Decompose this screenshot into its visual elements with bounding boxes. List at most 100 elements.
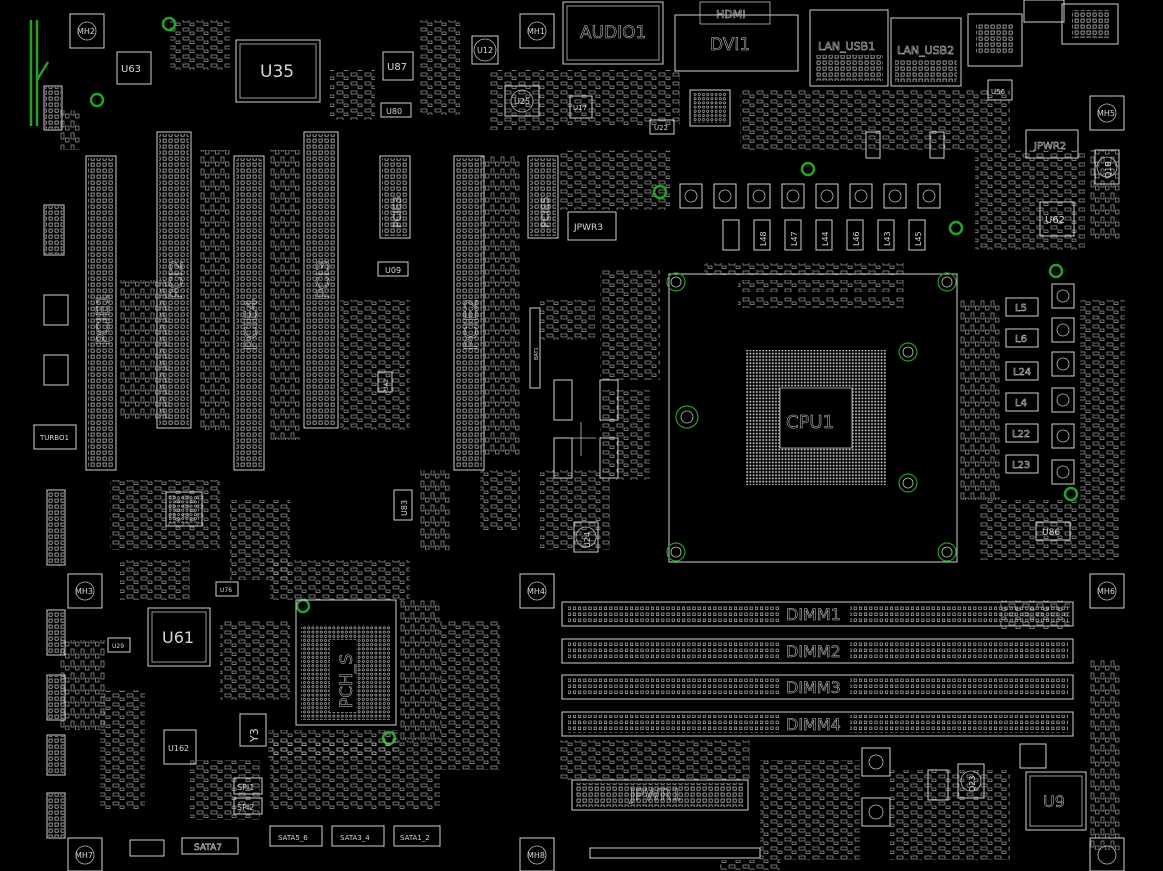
svg-text:L6: L6	[1015, 334, 1027, 345]
dimm1: DIMM1	[561, 601, 1074, 627]
mh6: MH6	[1089, 573, 1125, 609]
svg-text:Q18: Q18	[1104, 162, 1113, 178]
chip-u42: U42	[377, 371, 393, 393]
svg-text:U35: U35	[260, 62, 294, 82]
svg-text:JPWR2: JPWR2	[1033, 141, 1066, 152]
svg-text:MH8: MH8	[527, 851, 545, 860]
svg-text:DIMM1: DIMM1	[786, 605, 841, 624]
mh3: MH3	[67, 573, 103, 609]
svg-text:AUDIO1: AUDIO1	[580, 23, 646, 43]
slot-pcie3: PCIE3	[379, 155, 411, 239]
mh-footprints: MH2 MH1 MH5 MH3 MH4 MH6 MH7 MH8	[67, 13, 1125, 871]
svg-text:SPI1: SPI1	[237, 783, 254, 792]
svg-text:SATA1_2: SATA1_2	[400, 834, 430, 842]
svg-text:U25: U25	[514, 97, 530, 106]
svg-text:DIMM3: DIMM3	[786, 678, 841, 697]
chip-u86: U86	[1035, 521, 1071, 541]
connector-jpwr3: JPWR3	[567, 211, 617, 241]
connector-sata5-6: SATA5_6	[269, 825, 323, 847]
connector-audio: AUDIO1	[562, 1, 664, 65]
slot-pcie1-label: PCIE1	[93, 293, 114, 345]
svg-text:SATA5_6: SATA5_6	[278, 834, 308, 842]
svg-text:U22: U22	[654, 124, 668, 132]
chip-u83: U83	[393, 489, 413, 521]
misc-headers-bottom	[129, 743, 1047, 857]
connector-jpwr2: JPWR2	[1025, 129, 1079, 159]
chip-u61: U61	[147, 607, 211, 667]
slot-pcie5: PCIE5	[527, 155, 559, 239]
svg-text:U83: U83	[400, 500, 409, 516]
transistor-u24: U24	[573, 521, 599, 553]
slot-pci2-label: PCI2	[166, 260, 187, 300]
svg-text:L44: L44	[821, 231, 830, 246]
svg-text:MH7: MH7	[75, 851, 93, 860]
svg-text:Y3: Y3	[248, 728, 261, 743]
dimm3: DIMM3	[561, 674, 1074, 700]
svg-text:MH4: MH4	[527, 587, 545, 596]
svg-text:U17: U17	[573, 104, 587, 112]
svg-text:U56: U56	[991, 88, 1006, 96]
chip-pch: PCH_S	[268, 599, 398, 758]
mh-top: MH1	[519, 13, 555, 49]
svg-text:Q23: Q23	[968, 776, 977, 792]
vrm-inductors: L48 L47 L44 L46 L43 L45	[722, 131, 945, 251]
svg-text:BAT1: BAT1	[534, 347, 540, 360]
connector-lan-usb1: LAN_USB1	[809, 9, 889, 87]
mh4: MH4	[519, 573, 555, 609]
svg-text:L47: L47	[790, 231, 799, 246]
connector-usb-stack	[967, 0, 1119, 67]
slot-pcie4-label: PCIE4	[241, 298, 262, 350]
mh5: MH5	[1089, 95, 1125, 131]
mh8: MH8	[519, 837, 555, 871]
chip-superio	[165, 491, 203, 527]
turbo-button: TURBO1	[33, 424, 77, 450]
slot-pcie2-label: PCIE2	[461, 298, 482, 350]
slot-pcie5-label: PCIE5	[539, 196, 552, 228]
svg-text:L4: L4	[1015, 398, 1027, 409]
slot-pcie1: PCIE1	[85, 155, 117, 471]
svg-text:MH1: MH1	[527, 27, 545, 36]
slot-pci3-label: PCI3	[313, 260, 334, 300]
chip-u22: U22	[649, 119, 675, 135]
svg-text:U24: U24	[583, 532, 592, 548]
svg-text:LAN_USB1: LAN_USB1	[818, 40, 875, 53]
svg-text:PCH_S: PCH_S	[337, 654, 357, 708]
chip-u76: U76	[215, 581, 239, 597]
transistor-q23: Q23	[957, 763, 985, 799]
svg-text:MH2: MH2	[77, 27, 95, 36]
svg-text:SPI2: SPI2	[237, 803, 254, 812]
svg-text:U29: U29	[112, 643, 124, 650]
svg-text:U80: U80	[386, 107, 402, 116]
chip-u162: U162	[163, 729, 197, 765]
svg-text:U42: U42	[383, 379, 390, 391]
slot-pcie2: PCIE2	[453, 155, 485, 471]
svg-text:LAN_USB2: LAN_USB2	[897, 44, 954, 57]
svg-text:MH6: MH6	[1097, 587, 1115, 596]
crystal-y3: Y3	[239, 713, 267, 747]
slot-pcie4: PCIE4	[233, 155, 265, 471]
svg-text:U62: U62	[1045, 215, 1065, 226]
svg-text:U9: U9	[1043, 792, 1065, 811]
connector-spi2: SPI2	[233, 797, 263, 815]
svg-text:L48: L48	[759, 231, 768, 246]
svg-text:DVI1: DVI1	[710, 35, 750, 55]
mh7: MH7	[67, 837, 103, 871]
svg-text:SATA7: SATA7	[194, 843, 222, 853]
chip-u09: U09	[377, 261, 409, 277]
chip-u25: U25	[504, 85, 540, 117]
connector-spi1: SPI1	[233, 777, 263, 795]
svg-text:JPWR3: JPWR3	[573, 223, 603, 233]
chip-u35: U35	[235, 39, 321, 103]
svg-text:CPU1: CPU1	[786, 412, 834, 433]
svg-text:U162: U162	[168, 744, 189, 753]
svg-text:SATA3_4: SATA3_4	[340, 834, 370, 842]
connector-hdmi-dvi: HDMI DVI1	[674, 1, 799, 72]
right-inductors: L5 L6 L24 L4 L22 L23	[1005, 297, 1039, 474]
svg-text:L5: L5	[1015, 303, 1027, 314]
svg-text:U63: U63	[121, 64, 141, 75]
turbo-label: TURBO1	[39, 434, 69, 442]
connector-atx-small	[589, 847, 761, 859]
chip-u12: U12	[471, 35, 499, 65]
chip-audio-codec	[689, 89, 731, 127]
